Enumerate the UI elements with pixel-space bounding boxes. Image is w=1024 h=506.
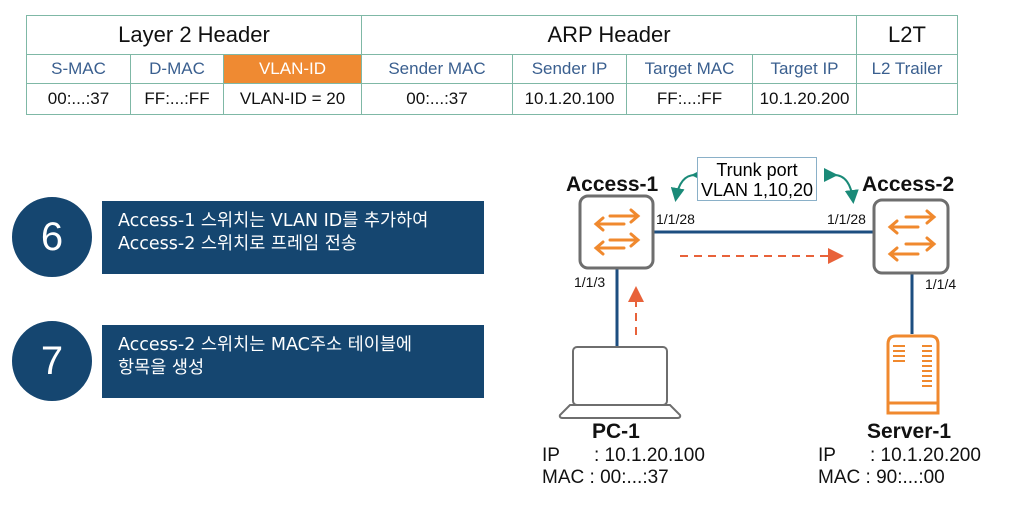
host-name-server-1: Server-1 — [867, 420, 952, 443]
group-l2-trailer: L2T — [856, 15, 958, 55]
group-layer2-header: Layer 2 Header — [26, 15, 362, 55]
frame-format-table: Layer 2 Header ARP Header L2T S-MAC D-MA… — [26, 15, 958, 115]
mac-label: MAC — [818, 467, 861, 488]
value-s-mac: 00:...:37 — [26, 83, 131, 115]
ip-value: : 10.1.20.200 — [870, 445, 981, 466]
laptop-icon — [558, 346, 682, 419]
step-banner — [102, 325, 484, 398]
port-label: 1/1/28 — [656, 211, 695, 227]
host-info-pc-1: IP : 10.1.20.100 MAC : 00:...:37 — [542, 445, 705, 489]
ip-label: IP — [542, 445, 560, 466]
server-icon — [886, 334, 940, 415]
value-target-mac: FF:...:FF — [626, 83, 753, 115]
field-l2-trailer: L2 Trailer — [856, 54, 958, 84]
trunk-port-title: Trunk port — [716, 160, 798, 180]
step-banner — [102, 201, 484, 274]
header-group-row: Layer 2 Header ARP Header L2T — [26, 15, 958, 55]
step-6: 6 Access-1 스위치는 VLAN ID를 추가하여 Access-2 스… — [7, 192, 484, 282]
step-7: 7 Access-2 스위치는 MAC주소 테이블에 항목을 생성 — [7, 316, 484, 406]
value-target-ip: 10.1.20.200 — [752, 83, 857, 115]
value-vlan-id: VLAN-ID = 20 — [223, 83, 362, 115]
value-sender-mac: 00:...:37 — [361, 83, 513, 115]
field-sender-mac: Sender MAC — [361, 54, 513, 84]
step-line: Access-2 스위치로 프레임 전송 — [118, 234, 357, 254]
step-number-circle — [7, 192, 97, 282]
port-label: 1/1/28 — [827, 211, 866, 227]
step-line: 항목을 생성 — [118, 358, 205, 378]
field-value-row: 00:...:37 FF:...:FF VLAN-ID = 20 00:...:… — [26, 83, 958, 115]
group-arp-header: ARP Header — [361, 15, 857, 55]
ip-label: IP — [818, 445, 836, 466]
value-l2-trailer — [856, 83, 958, 115]
field-sender-ip: Sender IP — [512, 54, 627, 84]
switch-icon — [578, 194, 655, 270]
mac-value: : 90:...:00 — [865, 467, 945, 488]
mac-value: : 00:...:37 — [589, 467, 669, 488]
step-description: Access-2 스위치는 MAC주소 테이블에 항목을 생성 — [118, 334, 478, 380]
host-name-pc-1: PC-1 — [592, 420, 640, 443]
ip-value: : 10.1.20.100 — [594, 445, 705, 466]
step-line: Access-1 스위치는 VLAN ID를 추가하여 — [118, 211, 429, 231]
switch-name-access-2: Access-2 — [862, 173, 955, 196]
step-number: 6 — [40, 215, 64, 259]
trunk-vlan-list: VLAN 1,10,20 — [700, 180, 814, 200]
field-target-ip: Target IP — [752, 54, 857, 84]
step-description: Access-1 스위치는 VLAN ID를 추가하여 Access-2 스위치… — [118, 210, 478, 256]
value-sender-ip: 10.1.20.100 — [512, 83, 627, 115]
value-d-mac: FF:...:FF — [130, 83, 224, 115]
step-line: Access-2 스위치는 MAC주소 테이블에 — [118, 335, 413, 355]
switch-icon — [872, 198, 950, 275]
step-number-circle — [7, 316, 97, 406]
step-number: 7 — [40, 339, 64, 383]
port-label: 1/1/4 — [925, 276, 957, 292]
mac-label: MAC — [542, 467, 585, 488]
trunk-arrow-left-icon — [670, 167, 706, 202]
field-target-mac: Target MAC — [626, 54, 753, 84]
trunk-port-label: Trunk port VLAN 1,10,20 — [697, 157, 817, 201]
trunk-arrow-right-icon — [823, 167, 859, 204]
port-label: 1/1/3 — [574, 274, 606, 290]
switch-name-access-1: Access-1 — [566, 173, 659, 196]
host-info-server-1: IP : 10.1.20.200 MAC : 90:...:00 — [818, 445, 981, 489]
